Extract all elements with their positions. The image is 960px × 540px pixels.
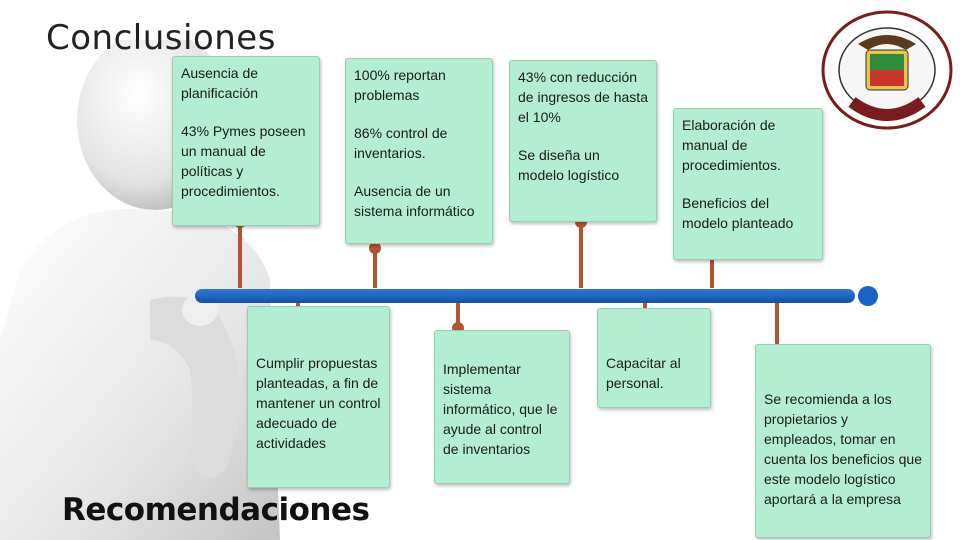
recommendation-card-2: Implementar sistema informático, que le …: [434, 330, 570, 484]
conclusion-2-text-1: 100% reportan problemas: [354, 67, 446, 103]
recommendation-2-text: Implementar sistema informático, que le …: [443, 361, 558, 457]
connector-recommendation-4: [775, 303, 779, 355]
conclusion-4-text-2: Beneficios del modelo planteado: [682, 195, 794, 231]
recommendation-card-1: Cumplir propuestas planteadas, a fin de …: [247, 306, 390, 488]
connector-conclusion-1: [238, 226, 242, 288]
recommendation-3-text: Capacitar al personal.: [606, 355, 681, 391]
conclusion-card-3: 43% con reducción de ingresos de hasta e…: [509, 60, 657, 222]
timeline-end-marker: [858, 286, 878, 306]
recommendation-card-4: Se recomienda a los propietarios y emple…: [755, 344, 931, 538]
connector-dot-conclusion-2: [369, 242, 381, 254]
espe-seal-logo: [821, 10, 953, 130]
conclusion-2-text-2: 86% control de inventarios.: [354, 125, 448, 161]
conclusion-3-text-1: 43% con reducción de ingresos de hasta e…: [518, 69, 648, 125]
recommendation-card-3: Capacitar al personal.: [597, 308, 711, 408]
connector-conclusion-3: [579, 222, 583, 288]
connector-conclusion-4: [710, 254, 714, 288]
conclusion-2-text-3: Ausencia de un sistema informático: [354, 183, 475, 219]
recommendations-heading: Recomendaciones: [62, 492, 370, 528]
timeline-bar: [195, 289, 855, 303]
conclusion-card-2: 100% reportan problemas 86% control de i…: [345, 58, 493, 244]
connector-recommendation-2: [456, 303, 460, 333]
conclusion-3-text-2: Se diseña un modelo logístico: [518, 147, 620, 183]
conclusion-4-text-1: Elaboración de manual de procedimientos.: [682, 117, 781, 173]
connector-conclusion-2: [373, 250, 377, 288]
recommendation-1-text: Cumplir propuestas planteadas, a fin de …: [256, 355, 381, 451]
slide-title: Conclusiones: [46, 18, 276, 58]
conclusion-card-4: Elaboración de manual de procedimientos.…: [673, 108, 823, 260]
recommendation-4-text: Se recomienda a los propietarios y emple…: [764, 391, 922, 507]
conclusion-card-1: Ausencia de planificación 43% Pymes pose…: [172, 56, 320, 226]
conclusion-1-text-2: 43% Pymes poseen un manual de políticas …: [181, 123, 306, 199]
conclusion-1-text-1: Ausencia de planificación: [181, 65, 259, 101]
